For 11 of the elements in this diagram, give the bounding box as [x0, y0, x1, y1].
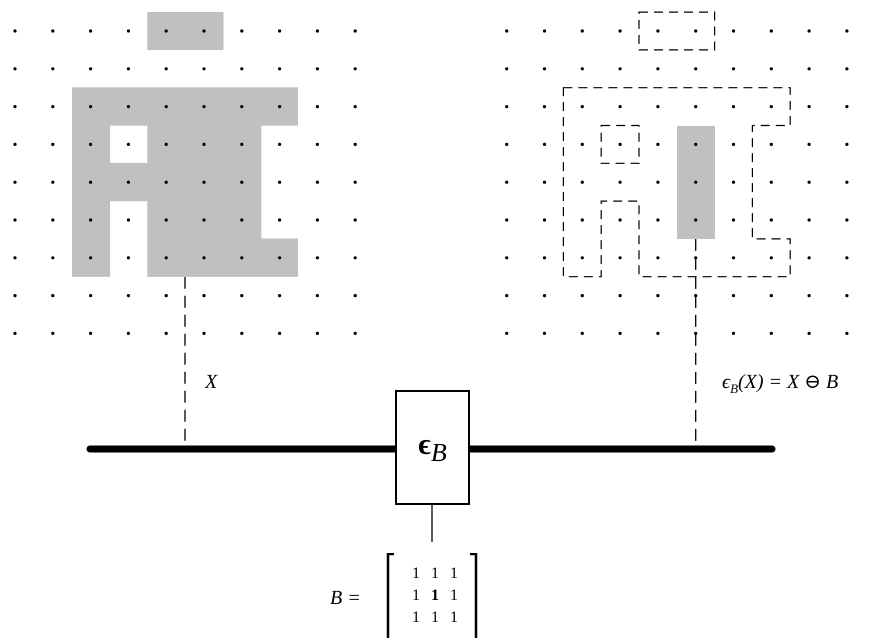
matrix-row: 1 1 1: [412, 610, 456, 626]
edge-label: ϵ$_{B}$(X) = X ⊖ B: [722, 372, 838, 395]
set-shape-drawing: [72, 12, 298, 277]
edge-label: X: [205, 372, 218, 392]
operator-symbol: ϵ$_{B}$: [417, 430, 448, 466]
matrix-row: 1 1 1: [412, 566, 456, 582]
matrix-row: 1 1 1: [412, 588, 456, 604]
matrix-name: B =: [330, 588, 361, 608]
operator-box: [395, 390, 470, 505]
connector-line: [431, 505, 433, 542]
shaded-region: [676, 126, 715, 239]
